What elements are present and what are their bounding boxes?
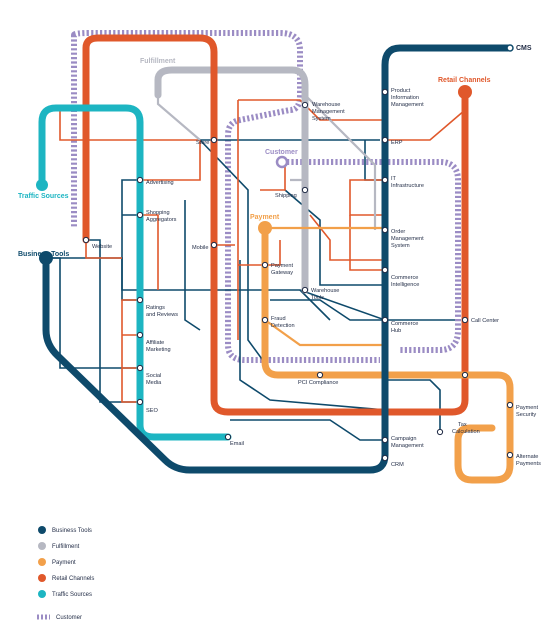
traffic-sources-line <box>38 104 232 441</box>
station-alternate-payments[interactable] <box>506 451 514 459</box>
legend-customer-label: Customer <box>56 615 82 621</box>
station-commerce-intel[interactable] <box>381 266 389 274</box>
station-pim[interactable] <box>381 88 389 96</box>
station-call-center[interactable] <box>461 316 469 324</box>
retail-channels-line <box>82 34 469 416</box>
station-campaign[interactable] <box>381 436 389 444</box>
retail-channels-label: Retail Channels <box>438 77 491 84</box>
legend: Business Tools Fulfillment Payment Retai… <box>37 526 94 621</box>
erp-label: ERP <box>391 140 403 146</box>
station-tax[interactable] <box>436 428 444 436</box>
station-fraud[interactable] <box>261 316 269 324</box>
station-website[interactable] <box>82 236 90 244</box>
station-seo[interactable] <box>136 398 144 406</box>
customer-line-east <box>287 159 461 353</box>
station-erp[interactable] <box>381 136 389 144</box>
traffic-sources-terminal <box>36 179 48 191</box>
station-wms[interactable] <box>301 101 309 109</box>
legend-fulfillment-swatch <box>38 542 46 550</box>
fulfillment-line <box>154 66 309 294</box>
station-store[interactable] <box>210 136 218 144</box>
legend-fulfillment-label: Fulfillment <box>52 544 80 550</box>
station-mobile[interactable] <box>210 241 218 249</box>
payment-branch <box>264 226 385 347</box>
station-crm[interactable] <box>381 454 389 462</box>
station-shopping[interactable] <box>136 211 144 219</box>
customer-terminal <box>275 155 289 169</box>
station-shipping[interactable] <box>301 186 309 194</box>
legend-payment-label: Payment <box>52 560 76 566</box>
station-commerce-hub[interactable] <box>381 316 389 324</box>
cms-label: CMS <box>516 45 532 52</box>
stations <box>82 88 514 462</box>
station-pci-junction <box>461 371 469 379</box>
payment-terminal <box>258 221 272 235</box>
shipping-label: Shipping <box>275 193 297 199</box>
business-tools-terminal <box>39 251 53 265</box>
legend-traffic-sources-swatch <box>38 590 46 598</box>
fulfillment-branch <box>156 94 377 230</box>
business-tools-line <box>42 44 512 474</box>
legend-business-tools-label: Business Tools <box>52 528 92 534</box>
legend-traffic-sources-label: Traffic Sources <box>52 592 92 598</box>
station-advertising[interactable] <box>136 176 144 184</box>
station-ratings[interactable] <box>136 296 144 304</box>
station-warehouse-tools[interactable] <box>301 286 309 294</box>
station-email[interactable] <box>224 433 232 441</box>
website-label: Website <box>92 244 112 250</box>
retail-channels-terminal <box>458 85 472 99</box>
crm-label: CRM <box>391 462 404 468</box>
mobile-label: Mobile <box>192 245 208 251</box>
station-gateway[interactable] <box>261 261 269 269</box>
payment-line <box>261 224 514 484</box>
pci-label: PCI Compliance <box>298 380 338 386</box>
legend-retail-channels-swatch <box>38 574 46 582</box>
station-it[interactable] <box>381 176 389 184</box>
legend-retail-channels-label: Retail Channels <box>52 576 94 582</box>
seo-label: SEO <box>146 408 158 414</box>
advertising-label: Advertising <box>146 180 174 186</box>
customer-line-west <box>71 30 380 363</box>
store-label: Store <box>196 140 209 146</box>
email-label: Email <box>230 441 244 447</box>
payment-label: Payment <box>250 214 280 221</box>
thin-connectors <box>46 99 466 441</box>
station-affiliate[interactable] <box>136 331 144 339</box>
station-social[interactable] <box>136 364 144 372</box>
cms-terminal <box>506 44 514 52</box>
station-payment-security[interactable] <box>506 401 514 409</box>
call-center-label: Call Center <box>471 318 499 324</box>
traffic-sources-label: Traffic Sources <box>18 193 69 200</box>
customer-label: Customer <box>265 149 298 156</box>
station-pci[interactable] <box>316 371 324 379</box>
station-oms[interactable] <box>381 226 389 234</box>
fulfillment-label: Fulfillment <box>140 58 176 65</box>
business-tools-label: Business Tools <box>18 251 69 258</box>
legend-business-tools-swatch <box>38 526 46 534</box>
legend-payment-swatch <box>38 558 46 566</box>
